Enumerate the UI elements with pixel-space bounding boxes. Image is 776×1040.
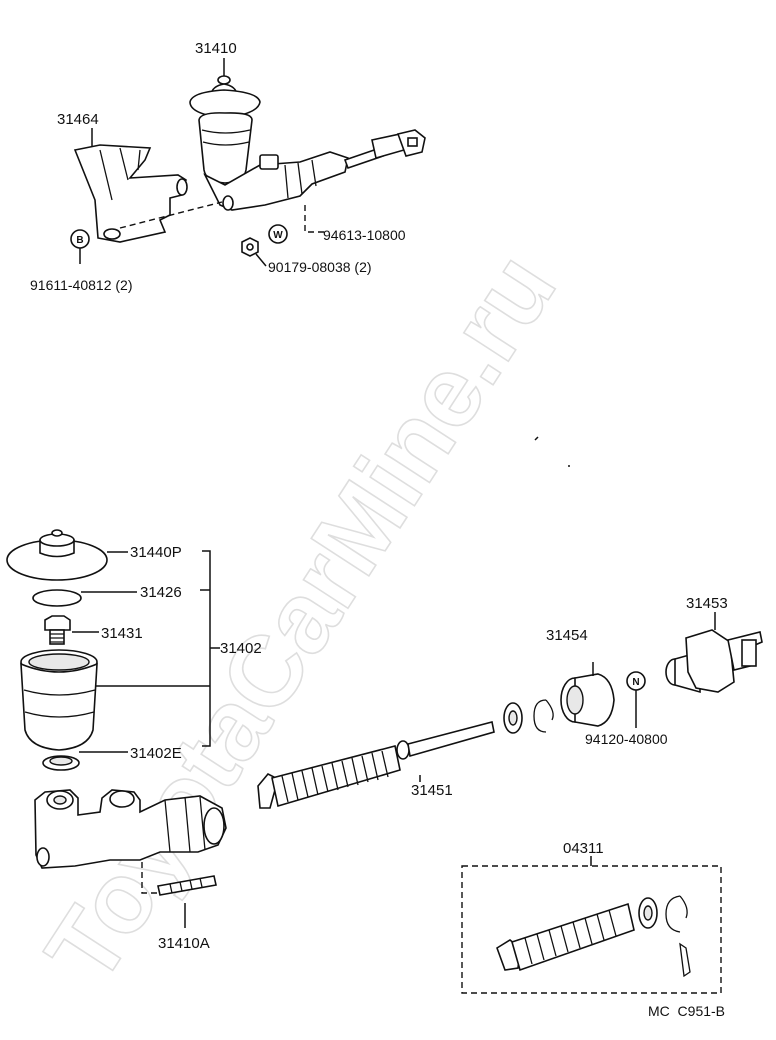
- reservoir-cap-drawing: [6, 529, 108, 581]
- snap-ring-drawing: [533, 699, 554, 733]
- grommet-drawing: [42, 755, 80, 771]
- part-label-04311: 04311: [563, 840, 604, 857]
- clevis-drawing: [665, 612, 763, 694]
- bracket-31464-drawing: [73, 144, 188, 243]
- part-label-31454: 31454: [546, 627, 588, 644]
- part-label-90179-08038: 90179-08038 (2): [268, 259, 372, 275]
- hex-nut-icon: [241, 237, 259, 257]
- washer-marker-icon: W: [268, 224, 288, 244]
- master-cylinder-31410-drawing: [189, 75, 426, 211]
- piston-assembly-drawing: [257, 721, 495, 809]
- upper-stud-line: [304, 205, 325, 233]
- part-label-31453: 31453: [686, 595, 728, 612]
- lower-assembly: N 31440P 31426 31431 31402: [6, 529, 763, 994]
- part-label-31464: 31464: [57, 111, 99, 128]
- part-label-31426: 31426: [140, 584, 182, 601]
- part-label-31410: 31410: [195, 40, 237, 57]
- part-label-31402: 31402: [220, 640, 262, 657]
- part-label-94613-10800: 94613-10800: [323, 227, 406, 243]
- upper-alignment-line: [119, 201, 223, 229]
- strainer-drawing: [44, 615, 71, 645]
- diagram-code: MC C951-B: [648, 1003, 725, 1019]
- washer-marker-letter: W: [273, 230, 283, 241]
- reservoir-body-drawing: [20, 649, 98, 751]
- part-label-31431: 31431: [101, 625, 143, 642]
- repair-kit-box: [461, 856, 722, 994]
- part-label-31402E: 31402E: [130, 745, 182, 762]
- part-label-94120-40800: 94120-40800: [585, 731, 668, 747]
- watermark: ToyotaCarMine.ru: [25, 234, 578, 1002]
- part-label-31440P: 31440P: [130, 544, 182, 561]
- kit-bracket-31402: [95, 550, 220, 747]
- leader-90179: [255, 253, 267, 267]
- washer-drawing: [503, 702, 523, 734]
- nut-marker-icon: N: [626, 671, 646, 728]
- upper-assembly: B W 31410 31464 91611-40812 (2) 94613-10…: [30, 40, 426, 293]
- diaphragm-drawing: [32, 589, 82, 607]
- scan-speck: [534, 436, 570, 467]
- part-label-31410A: 31410A: [158, 935, 210, 952]
- bolt-marker-icon: B: [70, 229, 90, 249]
- part-label-31451: 31451: [411, 782, 453, 799]
- part-label-91611-40812: 91611-40812 (2): [30, 277, 132, 293]
- cylinder-body-drawing: [34, 789, 227, 869]
- bolt-marker-letter: B: [76, 235, 83, 246]
- stud-drawing: [141, 862, 217, 928]
- nut-marker-letter: N: [632, 677, 639, 688]
- boot-drawing: [560, 662, 615, 727]
